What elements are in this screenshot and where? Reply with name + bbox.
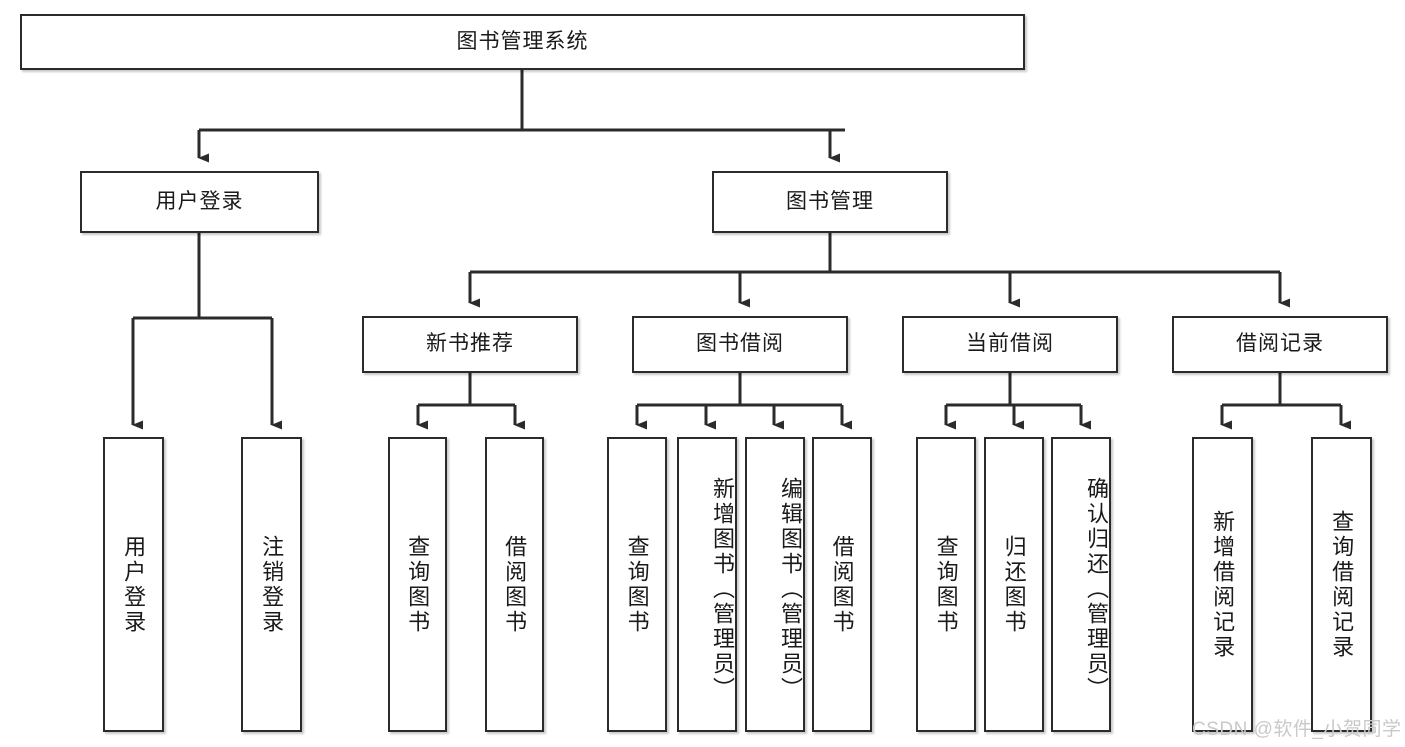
node-label: 注销登录 [259,534,285,635]
leaf-borrow-book-1[interactable]: 借阅图书 [485,437,544,732]
node-system-root[interactable]: 图书管理系统 [20,14,1025,70]
node-label: 借阅图书 [502,534,528,635]
csdn-watermark: CSDN @软件_小贺同学 [1192,719,1402,740]
leaf-query-record[interactable]: 查询借阅记录 [1311,437,1372,732]
node-label: 图书管理系统 [456,29,589,53]
node-label: 当前借阅 [966,332,1054,356]
node-label: 用户登录 [155,189,244,213]
node-label: 查询借阅记录 [1329,509,1355,660]
leaf-confirm-return[interactable]: 确认归还（管理员） [1051,437,1111,732]
node-book-borrow[interactable]: 图书借阅 [632,316,848,373]
node-label: 新书推荐 [426,332,514,356]
node-label: 新增借阅记录 [1210,509,1236,660]
leaf-query-book-2[interactable]: 查询图书 [607,437,667,732]
leaf-add-record[interactable]: 新增借阅记录 [1192,437,1253,732]
node-label: 归还图书 [1001,534,1027,635]
node-book-management[interactable]: 图书管理 [712,171,948,233]
node-label: 编辑图书（管理员） [778,477,803,702]
node-label: 用户登录 [121,534,147,635]
node-label: 查询图书 [624,534,650,635]
node-label: 图书管理 [786,189,874,213]
leaf-add-book[interactable]: 新增图书（管理员） [677,437,737,732]
node-label: 借阅图书 [829,534,855,635]
node-borrow-record[interactable]: 借阅记录 [1172,316,1388,373]
node-label: 查询图书 [933,534,959,635]
node-label: 借阅记录 [1236,332,1324,356]
leaf-query-book-1[interactable]: 查询图书 [388,437,447,732]
node-label: 确认归还（管理员） [1084,477,1109,702]
leaf-borrow-book-2[interactable]: 借阅图书 [812,437,872,732]
node-user-login[interactable]: 用户登录 [80,171,319,233]
leaf-edit-book[interactable]: 编辑图书（管理员） [745,437,805,732]
leaf-user-logout[interactable]: 注销登录 [241,437,302,732]
leaf-return-book[interactable]: 归还图书 [984,437,1044,732]
node-current-borrow[interactable]: 当前借阅 [902,316,1118,373]
node-new-book-recommend[interactable]: 新书推荐 [362,316,578,373]
node-label: 图书借阅 [696,332,784,356]
node-label: 新增图书（管理员） [710,477,735,702]
leaf-query-book-3[interactable]: 查询图书 [916,437,976,732]
node-label: 查询图书 [405,534,431,635]
leaf-user-login[interactable]: 用户登录 [103,437,164,732]
